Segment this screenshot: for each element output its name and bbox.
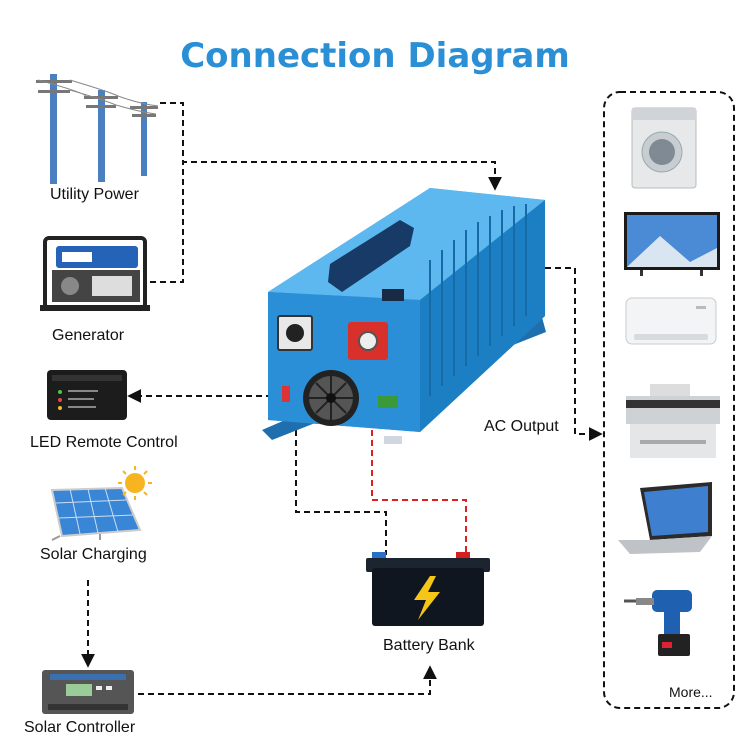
air-conditioner-icon bbox=[625, 297, 717, 345]
led-remote-control-label: LED Remote Control bbox=[30, 434, 178, 451]
tv-icon bbox=[624, 212, 720, 276]
remote-control-icon bbox=[47, 370, 127, 420]
generator-label: Generator bbox=[52, 327, 125, 344]
battery-bank-label: Battery Bank bbox=[383, 637, 475, 654]
battery-icon bbox=[366, 552, 490, 626]
charge-controller-icon bbox=[42, 670, 134, 714]
connection-lines bbox=[81, 102, 603, 695]
solar-controller-label: Solar Controller bbox=[24, 719, 136, 736]
power-lines-icon bbox=[36, 74, 159, 184]
ac-output-line bbox=[545, 267, 603, 441]
utility-to-inverter-line bbox=[160, 102, 502, 191]
ac-output-label: AC Output bbox=[484, 418, 559, 435]
sun-icon bbox=[118, 466, 152, 500]
more-label: More... bbox=[669, 684, 713, 700]
battery-negative-line bbox=[295, 410, 387, 555]
drill-icon bbox=[624, 590, 692, 656]
diagram-title: Connection Diagram bbox=[180, 36, 570, 76]
generator-to-utility-line bbox=[150, 162, 184, 283]
generator-icon bbox=[40, 236, 150, 311]
utility-power-label: Utility Power bbox=[50, 186, 139, 203]
solar-charging-label: Solar Charging bbox=[40, 546, 147, 563]
laptop-icon bbox=[618, 482, 712, 554]
printer-icon bbox=[626, 384, 720, 458]
controller-to-battery-line bbox=[138, 665, 437, 695]
inverter-icon bbox=[262, 188, 546, 444]
battery-positive-line bbox=[371, 360, 467, 555]
washing-machine-icon bbox=[631, 107, 697, 189]
appliances-box bbox=[603, 91, 735, 709]
solar-panel-icon bbox=[50, 486, 142, 541]
